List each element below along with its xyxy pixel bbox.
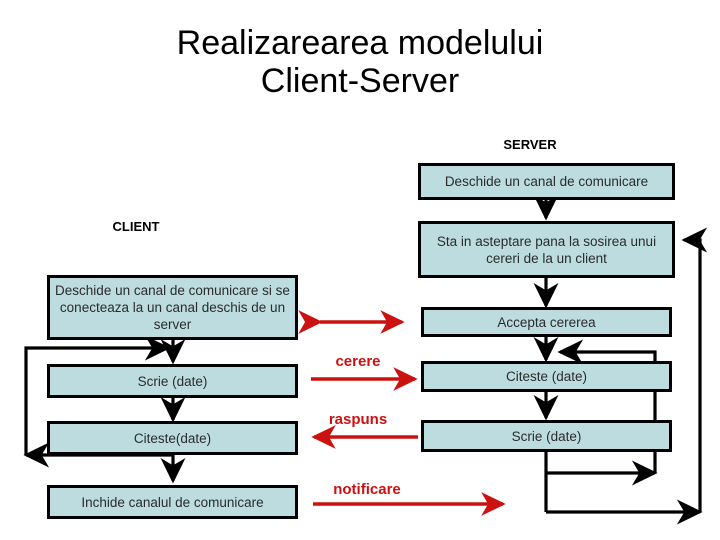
process-box-client-close[interactable]: Inchide canalul de comunicare [47,485,298,519]
process-box-label: Sta in asteptare pana la sosirea unui ce… [436,233,657,266]
page-title: Realizarearea modelului Client-Server [0,24,720,100]
process-box-client-read[interactable]: Citeste(date) [47,421,298,455]
column-label-client: CLIENT [112,219,160,234]
message-label-notificare: notificare [333,481,401,498]
process-box-label: Deschide un canal de comunicare si se co… [55,283,290,332]
process-box-server-accept[interactable]: Accepta cererea [421,307,672,337]
message-label-cerere: cerere [335,353,381,370]
process-box-server-wait[interactable]: Sta in asteptare pana la sosirea unui ce… [418,221,675,278]
process-box-client-write[interactable]: Scrie (date) [47,364,298,398]
process-box-label: Scrie (date) [511,428,582,444]
page-title-line-1: Realizarearea modelului [176,24,544,62]
process-box-client-open-channel[interactable]: Deschide un canal de comunicare si se co… [47,275,298,340]
process-box-server-write[interactable]: Scrie (date) [421,420,672,452]
column-label-server: SERVER [503,137,557,152]
process-box-server-open-channel[interactable]: Deschide un canal de comunicare [418,163,675,200]
process-box-label: Scrie (date) [137,373,208,389]
page-title-line-2: Client-Server [260,62,460,100]
process-box-label: Inchide canalul de comunicare [81,494,264,510]
process-box-label: Accepta cererea [497,314,596,330]
message-label-raspuns: raspuns [328,411,388,428]
process-box-label: Citeste (date) [505,369,588,384]
process-box-label: Deschide un canal de comunicare [444,174,649,189]
process-box-label: Citeste(date) [133,430,212,446]
process-box-server-read[interactable]: Citeste (date) [421,361,672,392]
